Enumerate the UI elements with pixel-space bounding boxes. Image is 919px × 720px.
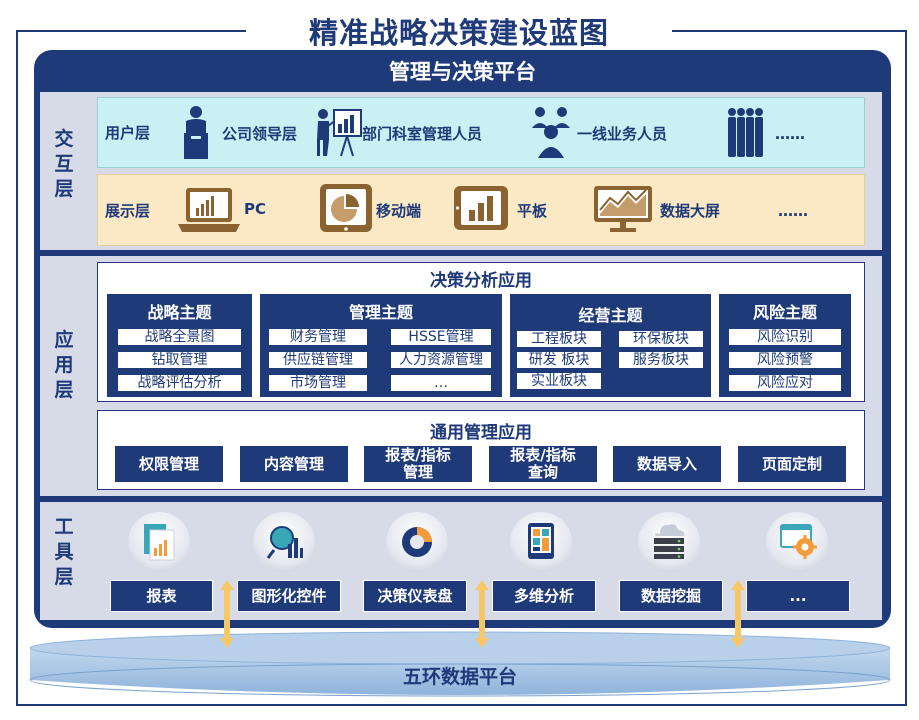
display-item-mobile: 移动端 — [376, 202, 422, 220]
topic-operation-title: 经营主题 — [578, 306, 643, 325]
chip-industrial: 实业板块 — [516, 372, 602, 390]
content-management-button[interactable]: 内容管理 — [240, 446, 348, 482]
report-icon — [144, 524, 175, 561]
chip-finance: 财务管理 — [268, 328, 368, 346]
chip-supply-chain: 供应链管理 — [268, 351, 368, 369]
report-index-management-button[interactable]: 报表/指标 管理 — [364, 446, 472, 482]
page-customization-button[interactable]: 页面定制 — [738, 446, 846, 482]
chip-strategy-evaluation: 战略评估分析 — [117, 374, 242, 392]
tool-more-button[interactable]: ... — [746, 580, 850, 612]
user-item-leaders: 公司领导层 — [222, 125, 298, 143]
chip-services: 服务板块 — [618, 351, 704, 369]
display-item-pc: PC — [244, 200, 267, 218]
chip-more: … — [390, 374, 492, 392]
tablet-icon — [454, 186, 508, 230]
chip-human-resources: 人力资源管理 — [390, 351, 492, 369]
tool-dashboard-button[interactable]: 决策仪表盘 — [363, 580, 467, 612]
user-item-department-managers: 部门科室管理人员 — [362, 125, 483, 143]
tool-report-button[interactable]: 报表 — [110, 580, 213, 612]
display-layer-label: 展示层 — [105, 202, 151, 220]
report-index-query-button[interactable]: 报表/指标 查询 — [489, 446, 597, 482]
chip-strategy-panorama: 战略全景图 — [117, 328, 242, 346]
display-item-more: …… — [778, 202, 808, 220]
double-arrow-icon — [731, 580, 745, 648]
user-layer-label: 用户层 — [105, 124, 151, 142]
chip-risk-identification: 风险识别 — [728, 328, 842, 346]
topic-risk-title: 风险主题 — [752, 303, 817, 322]
big-screen-icon — [594, 186, 652, 232]
dashboard-icon — [402, 527, 432, 557]
crowd-icon — [728, 108, 763, 157]
general-management-title: 通用管理应用 — [430, 423, 532, 443]
chip-environmental: 环保板块 — [618, 330, 704, 348]
double-arrow-icon — [475, 580, 489, 648]
user-item-frontline-staff: 一线业务人员 — [577, 125, 668, 143]
chip-research: 研发 板块 — [516, 351, 602, 369]
tool-multidimensional-button[interactable]: 多维分析 — [492, 580, 596, 612]
chip-hsse: HSSE管理 — [390, 328, 492, 346]
tool-data-mining-button[interactable]: 数据挖掘 — [619, 580, 723, 612]
laptop-icon — [178, 188, 240, 232]
topic-strategy-title: 战略主题 — [147, 303, 212, 322]
tool-chart-control-button[interactable]: 图形化控件 — [237, 580, 341, 612]
title-backdrop — [246, 8, 672, 52]
chip-engineering: 工程板块 — [516, 330, 602, 348]
tools-layer-label: 工 具 层 — [54, 516, 74, 588]
chip-marketing: 市场管理 — [268, 374, 368, 392]
data-import-button[interactable]: 数据导入 — [613, 446, 721, 482]
data-mining-icon — [654, 524, 685, 559]
frontline-workers-icon — [532, 107, 570, 158]
topic-management-title: 管理主题 — [348, 303, 413, 322]
application-layer-label: 应 用 层 — [54, 329, 74, 401]
user-item-more: …… — [775, 125, 805, 143]
chip-risk-warning: 风险预警 — [728, 351, 842, 369]
mobile-device-icon — [320, 184, 372, 232]
leader-icon — [184, 106, 208, 159]
multidimensional-icon — [528, 523, 554, 559]
chip-risk-response: 风险应对 — [728, 374, 842, 392]
presenter-icon — [317, 109, 362, 157]
double-arrow-icon — [220, 580, 234, 648]
display-item-tablet: 平板 — [517, 202, 548, 220]
display-item-big-screen: 数据大屏 — [660, 202, 721, 220]
general-management-box — [97, 410, 865, 490]
permission-management-button[interactable]: 权限管理 — [115, 446, 223, 482]
data-platform-label: 五环数据平台 — [402, 666, 517, 688]
chip-drilldown: 钻取管理 — [117, 351, 242, 369]
data-platform-cylinder — [29, 631, 891, 697]
decision-analysis-title: 决策分析应用 — [430, 271, 532, 291]
chart-control-icon — [266, 526, 303, 559]
interaction-layer-label: 交 互 层 — [54, 128, 74, 200]
platform-title: 管理与决策平台 — [389, 60, 536, 84]
page-title: 精准战略决策建设蓝图 — [308, 16, 609, 50]
settings-icon — [780, 524, 817, 559]
